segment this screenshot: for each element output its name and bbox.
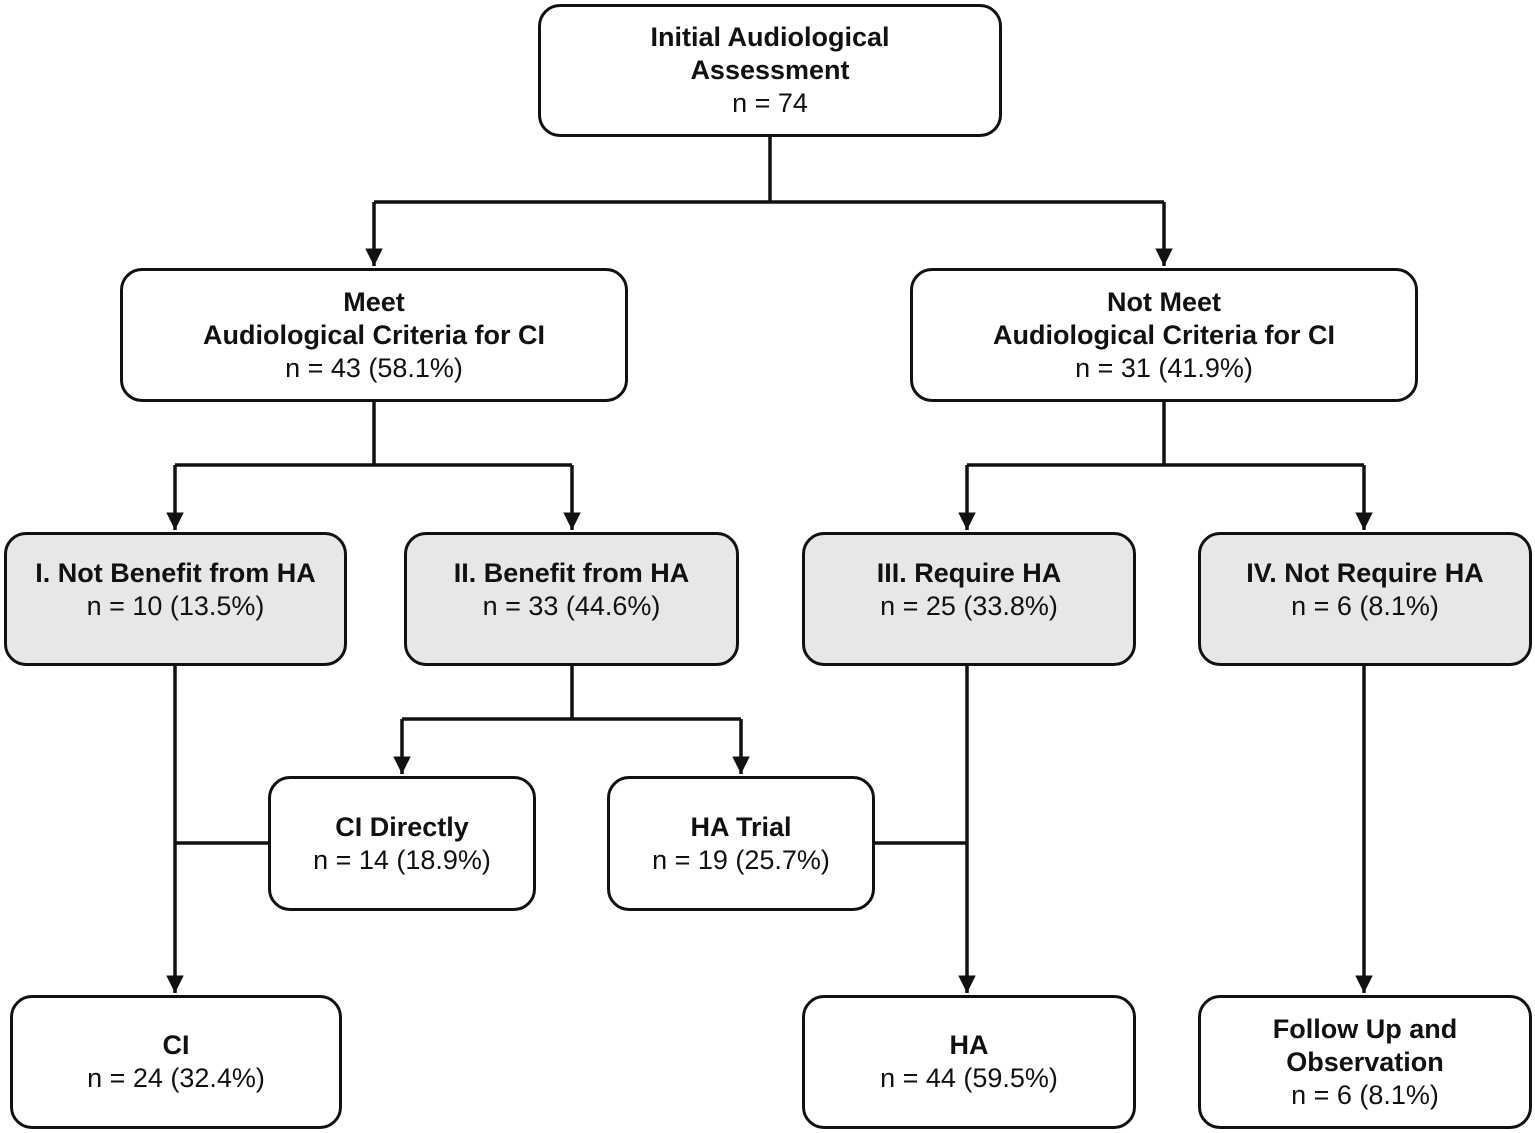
node-count: n = 14 (18.9%) [313, 844, 491, 875]
node-initial-assessment: Initial Audiological Assessment n = 74 [538, 4, 1002, 137]
node-count: n = 19 (25.7%) [652, 844, 830, 875]
node-not-meet-criteria: Not Meet Audiological Criteria for CI n … [910, 268, 1418, 402]
node-title: CI Directly [335, 811, 469, 842]
node-outcome-ci: CI n = 24 (32.4%) [10, 995, 342, 1129]
node-title: II. Benefit from HA [453, 558, 690, 588]
node-title: CI [162, 1030, 190, 1060]
node-count: n = 43 (58.1%) [285, 352, 463, 383]
node-title: Initial Audiological Assessment [650, 22, 890, 85]
node-title: HA Trial [690, 811, 792, 842]
node-count: n = 33 (44.6%) [482, 591, 661, 621]
node-outcome-follow-up: Follow Up and Observation n = 6 (8.1%) [1198, 995, 1532, 1129]
node-group-1-not-benefit-ha: I. Not Benefit from HA n = 10 (13.5%) [4, 532, 347, 666]
node-title: III. Require HA [876, 558, 1062, 588]
node-count: n = 25 (33.8%) [880, 591, 1058, 621]
node-group-2-benefit-ha: II. Benefit from HA n = 33 (44.6%) [404, 532, 739, 666]
node-title: Not Meet Audiological Criteria for CI [992, 286, 1336, 350]
node-count: n = 6 (8.1%) [1291, 1079, 1439, 1110]
node-group-3-require-ha: III. Require HA n = 25 (33.8%) [802, 532, 1136, 666]
node-meet-criteria: Meet Audiological Criteria for CI n = 43… [120, 268, 628, 402]
node-count: n = 74 [732, 88, 808, 118]
node-title: Meet Audiological Criteria for CI [202, 286, 546, 350]
node-count: n = 6 (8.1%) [1291, 591, 1439, 621]
node-outcome-ha: HA n = 44 (59.5%) [802, 995, 1136, 1129]
node-ci-directly: CI Directly n = 14 (18.9%) [268, 776, 536, 911]
node-count: n = 10 (13.5%) [86, 591, 265, 621]
node-title: IV. Not Require HA [1246, 558, 1484, 588]
node-count: n = 44 (59.5%) [880, 1063, 1058, 1093]
node-count: n = 24 (32.4%) [87, 1063, 265, 1093]
node-group-4-not-require-ha: IV. Not Require HA n = 6 (8.1%) [1198, 532, 1532, 666]
node-ha-trial: HA Trial n = 19 (25.7%) [607, 776, 875, 911]
node-count: n = 31 (41.9%) [1075, 352, 1253, 383]
node-title: HA [949, 1030, 989, 1060]
node-title: Follow Up and Observation [1272, 1013, 1458, 1077]
node-title: I. Not Benefit from HA [35, 558, 316, 588]
